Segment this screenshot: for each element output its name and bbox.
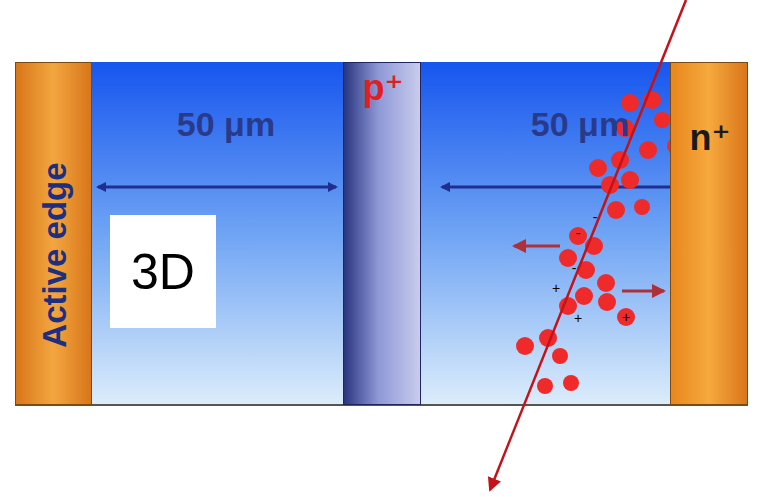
drift-arrow	[514, 245, 560, 248]
dimension-arrow	[442, 186, 678, 189]
node-label: p⁺	[363, 67, 404, 109]
charge-sign: +	[622, 309, 630, 325]
p-plus-column: p⁺	[343, 62, 421, 405]
charge-sign: -	[576, 225, 581, 241]
node-label: n⁺	[690, 117, 731, 159]
dimension-label: 50 μm	[531, 105, 629, 144]
node-label: Active edge	[36, 162, 74, 347]
silicon-bulk	[15, 62, 748, 405]
node-label: 3D	[131, 243, 195, 301]
active-edge-column: Active edge	[15, 62, 92, 405]
dimension-label: 50 μm	[177, 105, 275, 144]
charge-sign: +	[574, 310, 582, 326]
charge-sign: -	[572, 260, 577, 276]
charge-cloud	[516, 91, 685, 394]
n-plus-column: n⁺	[670, 62, 748, 405]
dimension-arrow	[98, 186, 336, 189]
charge-sign: -	[593, 209, 598, 225]
drift-arrow	[622, 290, 664, 293]
label-box: 3D	[110, 215, 216, 328]
charge-sign: +	[552, 280, 560, 296]
particle-track	[490, 0, 686, 490]
